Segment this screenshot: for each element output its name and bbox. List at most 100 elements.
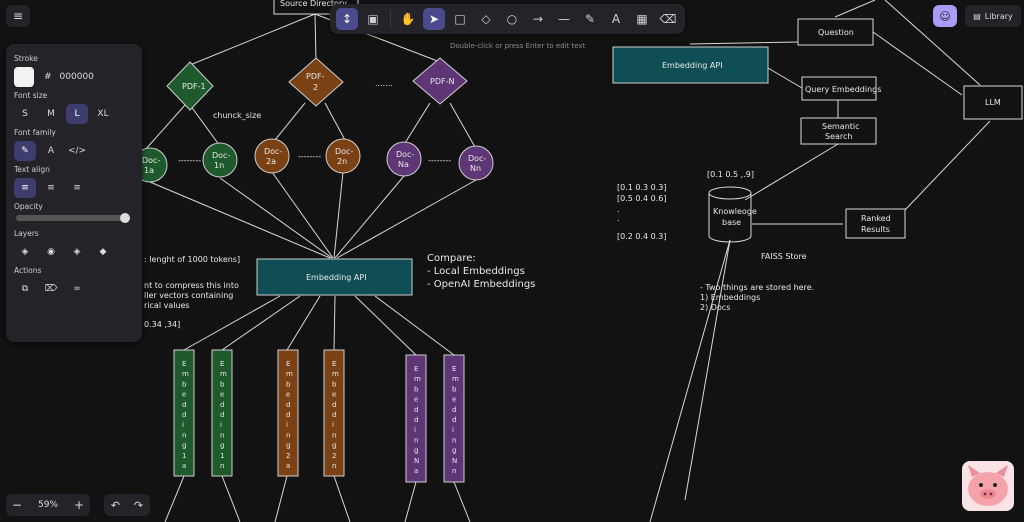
pencil-icon[interactable]: ✎	[584, 12, 596, 26]
doc-2a-circle[interactable]	[254, 138, 290, 174]
font-family-option-0[interactable]: ✎	[14, 141, 36, 161]
stroke-color-swatch[interactable]	[14, 67, 34, 87]
font-size-option-0[interactable]: S	[22, 109, 28, 119]
action-icon-2[interactable]: ∞	[73, 284, 81, 294]
llm-label: LLM	[985, 98, 1001, 107]
ranked-label: Ranked	[861, 214, 891, 223]
vector-line-2: [0.5 0.4 0.6]	[617, 194, 667, 203]
embedding-api-box[interactable]	[256, 258, 413, 296]
embedding-column-letter: n	[452, 436, 456, 444]
embedding-column-letter: a	[182, 462, 186, 470]
doc-1n-circle[interactable]	[202, 142, 238, 178]
text-align-option-0[interactable]: ≡	[14, 178, 36, 198]
embedding-column-letter: i	[452, 426, 454, 434]
embedding-column-letter: d	[286, 401, 290, 409]
layer-action-icon-2[interactable]: ◈	[73, 247, 81, 257]
selection-icon[interactable]: ➤	[423, 8, 445, 30]
embedding-column-letter: n	[452, 467, 456, 475]
zoom-in-button[interactable]: +	[73, 498, 85, 512]
undo-icon[interactable]: ↶	[110, 498, 121, 512]
zoom-level[interactable]: 59%	[37, 500, 58, 510]
zoom-out-button[interactable]: −	[11, 498, 23, 512]
embedding-column-letter: i	[414, 426, 416, 434]
image-icon[interactable]: ▦	[636, 12, 648, 26]
diamond-icon[interactable]: ◇	[481, 12, 491, 26]
pdf-2-diamond[interactable]	[288, 57, 344, 107]
doc-nn-circle[interactable]	[458, 145, 494, 181]
embedding-nn-column[interactable]	[443, 354, 465, 483]
embedding-column-letter: g	[414, 447, 418, 455]
embedding-column-letter: b	[182, 380, 187, 388]
doc-2n-circle[interactable]	[325, 138, 361, 174]
embedding-1a-column[interactable]	[173, 349, 195, 477]
opacity-slider-knob[interactable]	[120, 213, 130, 223]
embedding-column-letter: d	[286, 411, 290, 419]
embedding-column-letter: e	[286, 391, 290, 399]
pdf-2-label-b: 2	[313, 83, 318, 92]
vector-line-1: [0.1 0.3 0.3]	[617, 183, 667, 192]
action-icon-0[interactable]: ⧉	[21, 284, 29, 294]
font-size-option-2[interactable]: L	[66, 104, 88, 124]
query-embeddings-box[interactable]	[801, 76, 877, 101]
embedding-na-column[interactable]	[405, 354, 427, 483]
library-button[interactable]: ▤Library	[965, 5, 1021, 27]
doc-label: Doc-	[335, 147, 353, 156]
pdf-n-diamond[interactable]	[412, 57, 468, 105]
doc-na-circle[interactable]	[386, 141, 422, 177]
action-icon-1[interactable]: ⌦	[44, 284, 58, 294]
embedding-2a-column[interactable]	[277, 349, 299, 477]
compare-item-2: - OpenAI Embeddings	[427, 279, 535, 290]
embedding-column-letter: E	[182, 360, 186, 368]
embedding-column-letter: d	[452, 416, 456, 424]
question-box[interactable]	[797, 18, 874, 46]
embedding-column-letter: b	[452, 385, 457, 393]
embedding-api-right-label: Embedding API	[662, 61, 723, 70]
font-size-option-1[interactable]: M	[47, 109, 55, 119]
embedding-api-right-box[interactable]	[612, 46, 769, 84]
text-align-option-2[interactable]: ≡	[73, 183, 81, 193]
redo-icon[interactable]: ↷	[133, 498, 144, 512]
embedding-column-letter: b	[332, 380, 337, 388]
library-toggle-icon[interactable]: ↕	[336, 8, 358, 30]
layer-action-icon-3[interactable]: ◆	[99, 247, 107, 257]
embedding-column-letter: e	[182, 391, 186, 399]
font-family-option-2[interactable]: </>	[67, 146, 87, 156]
pdf-1-diamond[interactable]	[166, 61, 214, 111]
embedding-1n-column[interactable]	[211, 349, 233, 477]
opacity-slider[interactable]	[16, 213, 130, 223]
knowledge-base-cylinder[interactable]	[708, 186, 752, 243]
doc-label: Doc-	[396, 150, 414, 159]
text-align-option-1[interactable]: ≡	[47, 183, 55, 193]
layer-action-icon-0[interactable]: ◈	[21, 247, 29, 257]
main-menu-button[interactable]: ≡	[6, 5, 30, 27]
font-size-option-3[interactable]: XL	[97, 109, 109, 119]
semantic-search-box[interactable]	[800, 117, 877, 145]
embedding-column-letter: n	[332, 431, 336, 439]
line-icon[interactable]: —	[558, 12, 570, 26]
embedding-column-letter: 1	[220, 452, 224, 460]
chunk-size-label: chunck_size	[213, 111, 261, 120]
arrow-icon[interactable]: →	[532, 12, 544, 26]
embedding-column-letter: E	[286, 360, 290, 368]
embedding-column-letter: n	[414, 436, 418, 444]
vector-dots-2: .	[617, 214, 620, 223]
hand-icon[interactable]: ✋	[400, 12, 416, 26]
collaborate-button[interactable]: ☺	[933, 5, 957, 27]
embedding-column-letter: n	[220, 462, 224, 470]
pig-mascot-icon[interactable]	[962, 461, 1014, 511]
embedding-column-letter: m	[220, 370, 227, 378]
stroke-hex-input[interactable]: 000000	[59, 72, 94, 82]
ranked-results-box[interactable]	[845, 208, 906, 239]
note-line-3: ller vectors containing	[144, 291, 233, 300]
embedding-2n-column[interactable]	[323, 349, 345, 477]
embedding-column-letter: N	[452, 457, 457, 465]
text-icon[interactable]: A	[611, 12, 621, 26]
layer-action-icon-1[interactable]: ◉	[47, 247, 55, 257]
llm-box[interactable]	[963, 85, 1023, 120]
ellipse-icon[interactable]: ○	[506, 12, 518, 26]
lock-icon[interactable]: ▣	[367, 12, 379, 26]
rectangle-icon[interactable]: □	[454, 12, 466, 26]
font-family-option-1[interactable]: A	[47, 146, 55, 156]
eraser-icon[interactable]: ⌫	[659, 12, 677, 26]
